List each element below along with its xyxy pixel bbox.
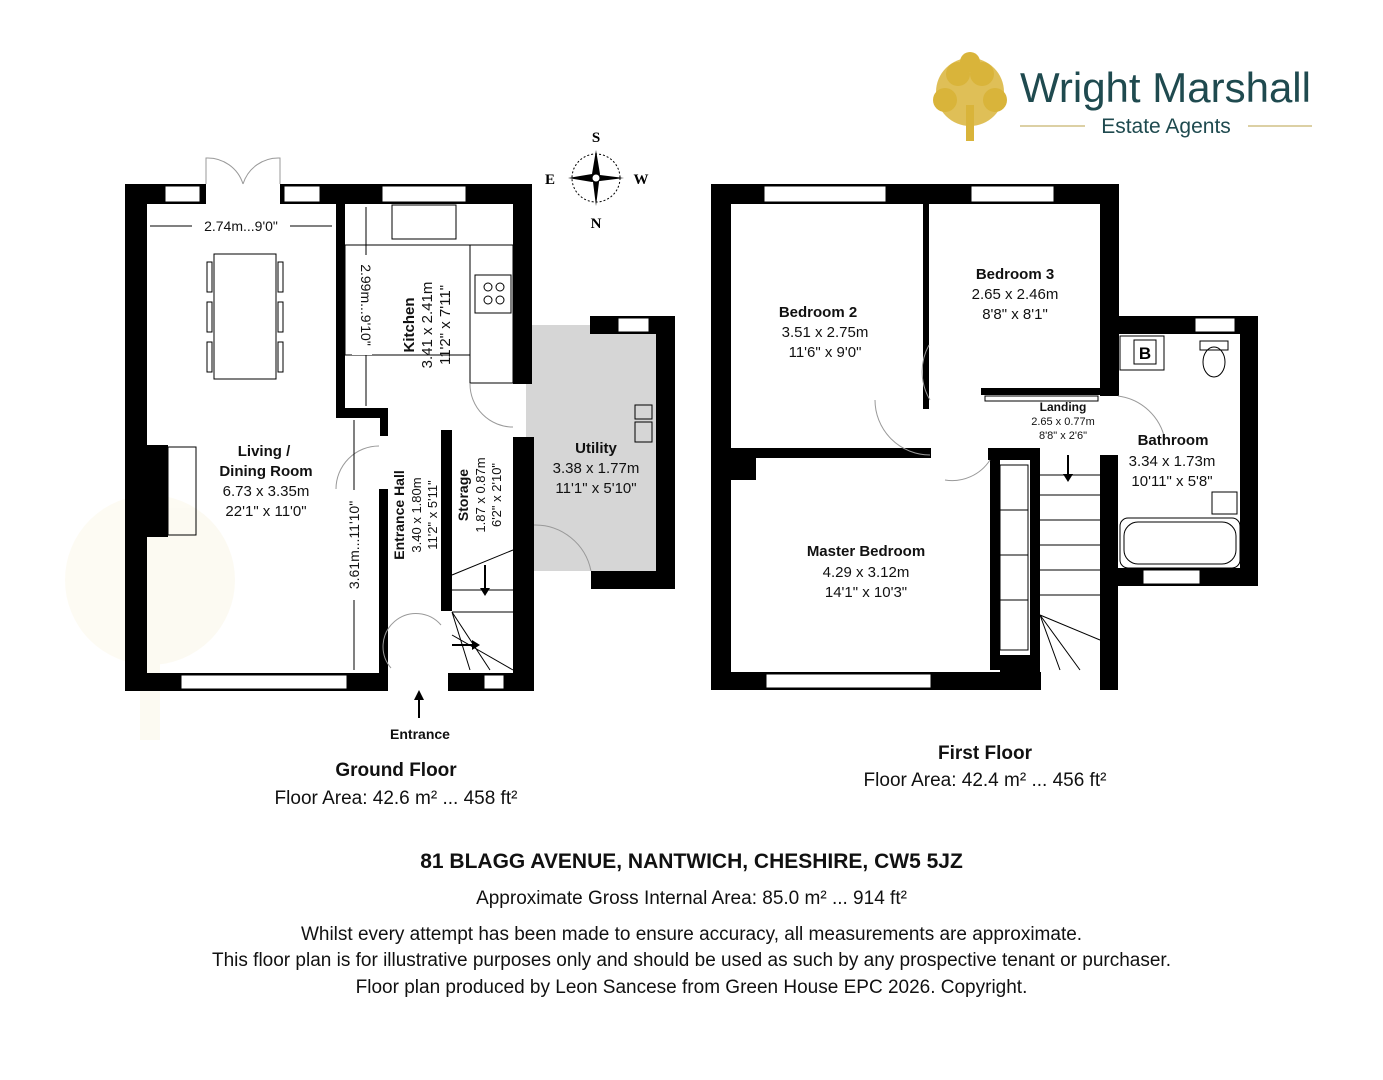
utility-imperial: 11'1" x 5'10" [555,480,636,497]
entrance-label: Entrance [390,726,450,742]
living-depth-dimension: 3.61m...11'10" [346,501,362,589]
ground-floor-title: Ground Floor [335,760,457,781]
entrance-hall-label: Entrance Hall [391,470,407,559]
living-room-imperial: 22'1" x 11'0" [225,503,306,520]
landing-label: Landing [1040,400,1087,414]
bedroom-3-metric: 2.65 x 2.46m [972,286,1059,303]
kitchen-label: Kitchen [401,297,418,352]
property-address: 81 BLAGG AVENUE, NANTWICH, CHESHIRE, CW5… [420,850,963,873]
living-room-label: Living / [238,443,291,460]
master-bedroom-label: Master Bedroom [807,543,925,560]
storage-metric: 1.87 x 0.87m [473,457,488,532]
dining-table-icon [213,253,277,380]
compass-n: N [591,216,602,232]
entrance-hall-imperial: 11'2" x 5'11" [425,480,440,550]
utility-metric: 3.38 x 1.77m [553,460,640,477]
first-floor-area: Floor Area: 42.4 m² ... 456 ft² [863,770,1107,791]
tree-icon [933,52,1007,141]
living-width-dimension: 2.74m...9'0" [204,218,278,234]
bathroom-imperial: 10'11" x 5'8" [1131,473,1212,490]
landing-imperial: 8'8" x 2'6" [1039,430,1087,442]
ground-floor-area: Floor Area: 42.6 m² ... 458 ft² [274,788,518,809]
disclaimer-line-2: This floor plan is for illustrative purp… [212,950,1171,971]
bedroom-2-metric: 3.51 x 2.75m [782,324,869,341]
compass-icon: S N E W [545,130,649,232]
kitchen-imperial: 11'2" x 7'11" [437,285,454,365]
compass-w: W [634,172,649,188]
washer-icon [634,404,653,420]
brand-name: Wright Marshall [1020,64,1311,111]
boiler-cupboard [1119,335,1165,371]
disclaimer-line-3: Floor plan produced by Leon Sancese from… [355,977,1028,998]
fireplace-icon [167,446,197,536]
bedroom-3-imperial: 8'8" x 8'1" [982,306,1048,323]
utility-floor [526,325,656,571]
master-bedroom-imperial: 14'1" x 10'3" [825,584,907,601]
kitchen-depth-dimension: 2.99m...9'10" [358,264,374,346]
sink-icon [391,204,457,240]
brand-tagline: Estate Agents [1101,115,1231,138]
bedroom-3-label: Bedroom 3 [976,266,1054,283]
basin-icon [1211,491,1238,515]
living-room-metric: 6.73 x 3.35m [223,483,310,500]
gross-internal-area: Approximate Gross Internal Area: 85.0 m²… [476,888,907,909]
hob-icon [474,274,512,314]
bedroom-2-label: Bedroom 2 [779,304,857,321]
compass-s: S [592,130,600,146]
disclaimer-line-1: Whilst every attempt has been made to en… [300,924,1083,945]
living-room-label-2: Dining Room [219,463,312,480]
bedroom-2-imperial: 11'6" x 9'0" [789,344,862,361]
bathroom-label: Bathroom [1138,432,1209,449]
storage-label: Storage [455,469,471,521]
first-floor-title: First Floor [938,743,1032,764]
boiler-label: B [1139,344,1151,363]
compass-e: E [545,172,555,188]
kitchen-metric: 3.41 x 2.41m [419,282,436,369]
entrance-hall-metric: 3.40 x 1.80m [409,477,424,552]
bathroom-metric: 3.34 x 1.73m [1129,453,1216,470]
ground-floor-plan: 2.74m...9'0" 2.99m...9'10" 3.61m...11'10… [125,157,675,742]
first-floor-plan: B Bedroom 2 3.51 x 2.75m 11'6" x 9'0" Be… [711,184,1258,690]
dryer-icon [634,421,653,443]
worktop [469,244,514,384]
master-bedroom-metric: 4.29 x 3.12m [823,564,910,581]
bath-icon [1119,517,1241,569]
storage-imperial: 6'2" x 2'10" [489,463,504,527]
toilet-icon [1202,346,1226,378]
landing-metric: 2.65 x 0.77m [1031,416,1095,428]
utility-label: Utility [575,440,617,457]
brand-logo: Wright Marshall Estate Agents [933,52,1312,141]
